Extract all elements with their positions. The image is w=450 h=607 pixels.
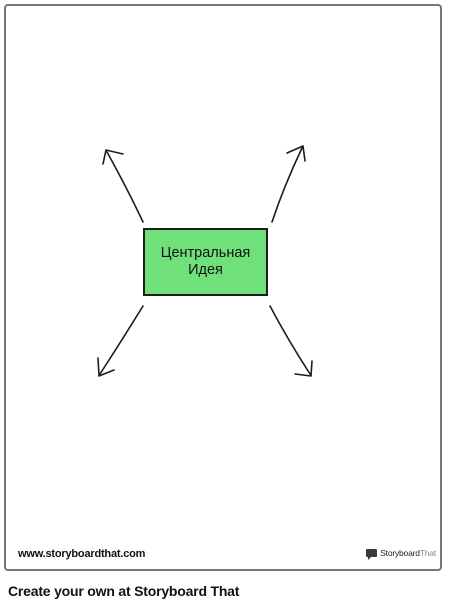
brand-name-bold: Storyboard [380,548,420,558]
central-idea-text: Центральная Идея [161,245,251,279]
arrow-up-right [271,145,306,223]
central-idea-line-1: Центральная [160,245,251,261]
arrow-down-left [97,305,144,377]
site-url[interactable]: www.storyboardthat.com [18,548,146,560]
central-idea-box: Центральная Идея [143,228,268,296]
brand-name: StoryboardThat [380,548,436,558]
storyboard-that-logo-icon [366,549,378,560]
arrow-up-left [102,149,144,223]
create-your-own-link[interactable]: Create your own at Storyboard That [8,583,240,599]
brand-name-light: That [419,548,436,558]
arrow-down-right [269,305,313,377]
brand-logo[interactable]: StoryboardThat [366,548,436,560]
central-idea-line-2: Идея [188,262,223,278]
